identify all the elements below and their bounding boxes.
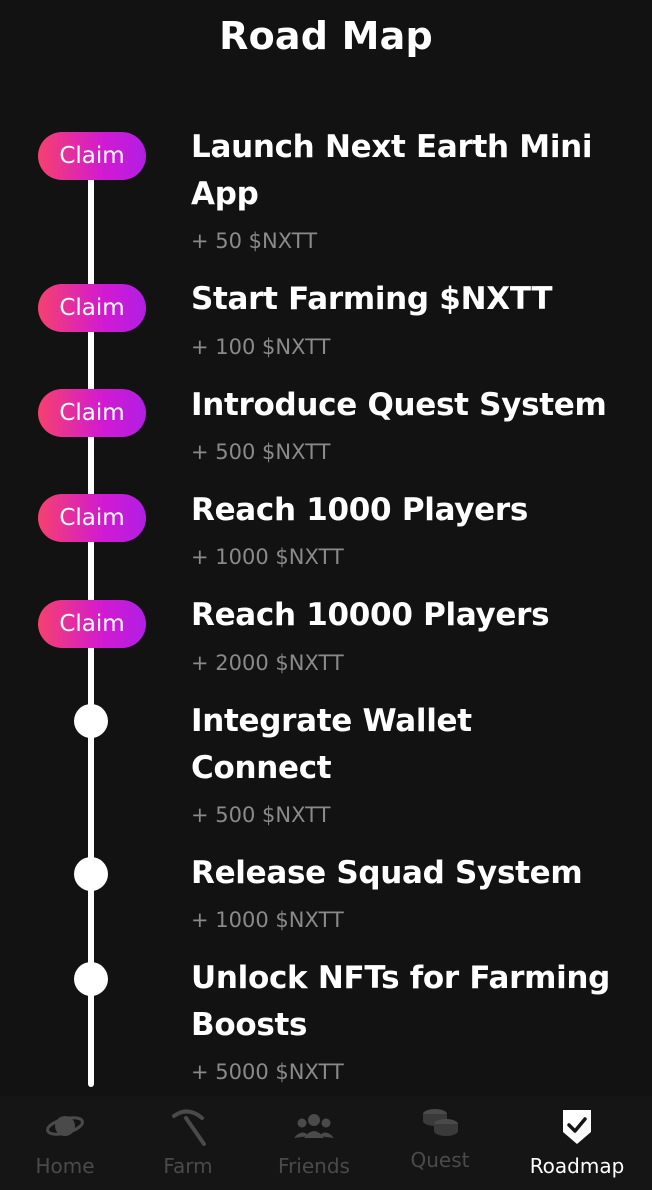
nav-label: Friends	[278, 1154, 350, 1178]
milestone-title: Integrate Wallet Connect	[191, 698, 631, 792]
milestone-reward: + 2000 $NXTT	[191, 651, 344, 675]
page-title: Road Map	[219, 14, 433, 58]
milestone-title-line: Reach 1000 Players	[191, 492, 529, 528]
planet-icon	[46, 1116, 84, 1136]
coins-icon	[423, 1109, 458, 1136]
claim-button[interactable]: Claim	[38, 494, 146, 542]
claim-button[interactable]: Claim	[38, 600, 146, 648]
milestone-title: Reach 10000 Players	[191, 592, 631, 639]
timeline-dot	[74, 857, 108, 891]
milestone-title-line: Boosts	[191, 1007, 308, 1043]
people-icon	[294, 1114, 334, 1138]
milestone-title-line: Connect	[191, 750, 332, 786]
milestone-title-line: Release Squad System	[191, 855, 583, 891]
claim-button[interactable]: Claim	[38, 389, 146, 437]
milestone-reward: + 1000 $NXTT	[191, 908, 344, 932]
nav-item-quest[interactable]: Quest	[375, 1096, 505, 1190]
nav-item-roadmap[interactable]: Roadmap	[512, 1096, 642, 1190]
milestone-title: Reach 1000 Players	[191, 487, 631, 534]
milestone-reward: + 500 $NXTT	[191, 803, 331, 827]
nav-item-friends[interactable]: Friends	[249, 1096, 379, 1190]
milestone-title: Release Squad System	[191, 850, 631, 897]
nav-item-farm[interactable]: Farm	[123, 1096, 253, 1190]
claim-button[interactable]: Claim	[38, 132, 146, 180]
milestone-title-line: Launch Next Earth Mini	[191, 129, 593, 165]
nav-label: Farm	[163, 1154, 213, 1178]
milestone-title: Introduce Quest System	[191, 382, 631, 429]
pickaxe-icon	[172, 1109, 206, 1146]
milestone-reward: + 500 $NXTT	[191, 440, 331, 464]
shield-check-icon	[563, 1110, 591, 1144]
milestone-title: Start Farming $NXTT	[191, 276, 631, 323]
milestone-title: Launch Next Earth Mini App	[191, 124, 631, 218]
timeline-dot	[74, 704, 108, 738]
milestone-reward: + 5000 $NXTT	[191, 1060, 344, 1084]
nav-item-home[interactable]: Home	[0, 1096, 130, 1190]
claim-button[interactable]: Claim	[38, 284, 146, 332]
nav-label: Quest	[410, 1148, 470, 1172]
milestone-title-line: App	[191, 176, 259, 212]
nav-label: Home	[35, 1154, 95, 1178]
bottom-nav: Home Farm Friends Quest	[0, 1096, 652, 1190]
milestone-title: Unlock NFTs for Farming Boosts	[191, 955, 631, 1049]
milestone-title-line: Introduce Quest System	[191, 387, 607, 423]
milestone-reward: + 50 $NXTT	[191, 229, 318, 253]
milestone-reward: + 100 $NXTT	[191, 335, 331, 359]
milestone-title-line: Unlock NFTs for Farming	[191, 960, 611, 996]
milestone-title-line: Integrate Wallet	[191, 703, 472, 739]
nav-label: Roadmap	[529, 1154, 625, 1178]
timeline-dot	[74, 962, 108, 996]
milestone-reward: + 1000 $NXTT	[191, 545, 344, 569]
milestone-title-line: Reach 10000 Players	[191, 597, 550, 633]
milestone-title-line: Start Farming $NXTT	[191, 281, 553, 317]
